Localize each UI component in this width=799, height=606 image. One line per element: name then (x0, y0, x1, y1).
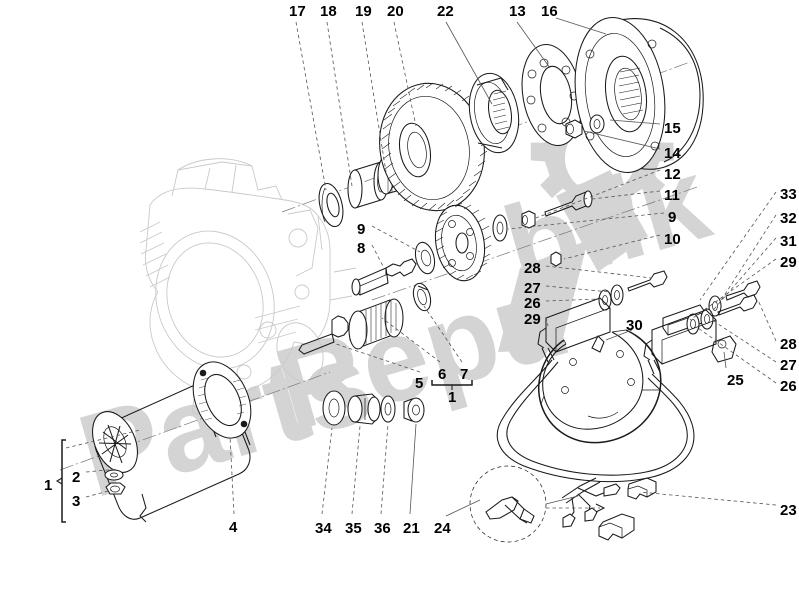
callout-17: 17 (289, 3, 306, 20)
part-26-washer (686, 313, 700, 335)
part-28-screw (717, 294, 758, 316)
callout-35: 35 (345, 520, 362, 537)
callout-26r: 26 (780, 378, 797, 395)
leader-lines (65, 17, 777, 517)
part-9b-washer (414, 241, 436, 275)
part-9-thrust-washer (492, 214, 508, 242)
callout-26m: 26 (524, 295, 541, 312)
part-22-starter-clutch-hub (468, 72, 520, 154)
part-32-washer (708, 295, 722, 317)
part-27m-lock-washer (610, 284, 624, 306)
callout-16: 16 (541, 3, 558, 20)
callout-31: 31 (780, 233, 797, 250)
callout-12: 12 (664, 166, 681, 183)
callout-13: 13 (509, 3, 526, 20)
callout-28m: 28 (524, 260, 541, 277)
part-29-pickup-coil-right (643, 309, 717, 375)
callout-29r: 29 (780, 254, 797, 271)
part-15-washer (589, 114, 605, 134)
part-23-wiring-harness (496, 359, 695, 541)
part-7-circlip (412, 282, 432, 312)
callout-18: 18 (320, 3, 337, 20)
part-35-cap-body (347, 393, 381, 425)
callout-30: 30 (626, 317, 643, 334)
part-16-flywheel-rotor (574, 16, 704, 174)
callout-27m: 27 (524, 280, 541, 297)
callout-2: 2 (72, 469, 81, 486)
callout-1c: 1 (448, 389, 457, 406)
part-25-ground-tab (711, 335, 737, 363)
callout-29m: 29 (524, 311, 541, 328)
callout-19: 19 (355, 3, 372, 20)
part-21-plug-screw (403, 397, 425, 423)
callout-21: 21 (403, 520, 420, 537)
callout-34: 34 (315, 520, 332, 537)
callout-22: 22 (437, 3, 454, 20)
callout-4: 4 (229, 519, 238, 536)
part-34-seal-ring (322, 390, 346, 426)
part-5-dowel-pin (298, 315, 349, 355)
callout-28r: 28 (780, 336, 797, 353)
part-24-terminal-connector (469, 465, 606, 543)
group-bracket-center (431, 380, 473, 390)
part-36-washer (380, 395, 396, 423)
group-bracket-left (55, 439, 66, 523)
part-33-screw (725, 280, 761, 301)
part-17-washer (318, 182, 344, 228)
callout-9m: 9 (357, 221, 366, 238)
callout-9r: 9 (668, 209, 677, 226)
part-13-flywheel-spacer-plate (521, 43, 583, 147)
part-4-o-ring-gasket (192, 361, 252, 439)
callout-6: 6 (438, 366, 447, 383)
part-3-nut (105, 482, 126, 495)
part-10-hex-bolt (550, 251, 562, 267)
callout-25: 25 (727, 372, 744, 389)
part-14-nut (565, 119, 583, 139)
callout-36: 36 (374, 520, 391, 537)
callout-7: 7 (460, 366, 469, 383)
part-12-spacer (521, 210, 536, 229)
part-2-washer (104, 469, 124, 481)
callout-27r: 27 (780, 357, 797, 374)
callout-1l: 1 (44, 477, 53, 494)
callout-8m: 8 (357, 240, 366, 257)
callout-33: 33 (780, 186, 797, 203)
part-30-stator-support-bracket (538, 329, 662, 444)
callout-11: 11 (664, 187, 680, 204)
part-28m-screw (627, 270, 668, 292)
callout-10: 10 (664, 231, 681, 248)
part-idler-gear (434, 202, 492, 282)
callout-14: 14 (664, 145, 681, 162)
engine-case-ghost (139, 158, 357, 421)
callout-32: 32 (780, 210, 797, 227)
callout-3: 3 (72, 493, 81, 510)
callout-5: 5 (415, 375, 424, 392)
callout-20: 20 (387, 3, 404, 20)
callout-23: 23 (780, 502, 797, 519)
part-26m-washer (598, 289, 612, 311)
callout-24: 24 (434, 520, 451, 537)
part-20-starter-driven-gear (379, 82, 489, 212)
part-1-starter-motor (92, 371, 251, 523)
part-6-idle-gear-shaft (351, 258, 417, 296)
part-8-starter-pinion-gear (348, 298, 404, 350)
callout-15: 15 (664, 120, 681, 137)
